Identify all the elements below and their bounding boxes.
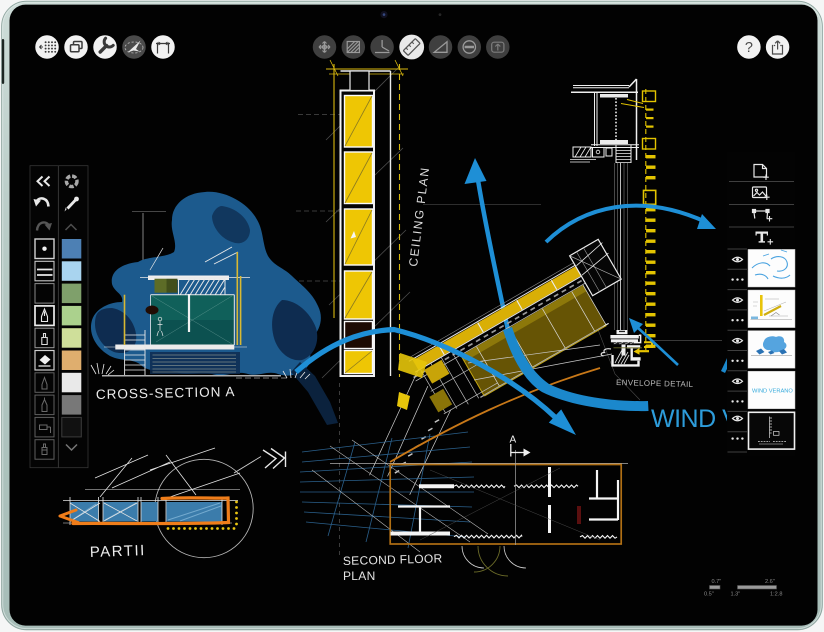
svg-text:1:2.8: 1:2.8 bbox=[770, 592, 782, 598]
svg-text:2.6": 2.6" bbox=[765, 579, 775, 585]
svg-text:ENVELOPE DETAIL: ENVELOPE DETAIL bbox=[616, 378, 694, 389]
svg-text:SECOND FLOOR: SECOND FLOOR bbox=[343, 551, 443, 568]
svg-text:A: A bbox=[510, 435, 517, 446]
svg-text:CROSS-SECTION A: CROSS-SECTION A bbox=[96, 384, 236, 402]
svg-text:0.5": 0.5" bbox=[704, 592, 714, 598]
svg-text:PARTII: PARTII bbox=[90, 542, 147, 561]
svg-text:0.7": 0.7" bbox=[712, 579, 722, 585]
svg-text:?: ? bbox=[745, 40, 753, 56]
svg-text:PLAN: PLAN bbox=[343, 569, 376, 583]
svg-text:WIND VERANO: WIND VERANO bbox=[752, 389, 793, 395]
svg-text:1.3": 1.3" bbox=[731, 592, 741, 598]
